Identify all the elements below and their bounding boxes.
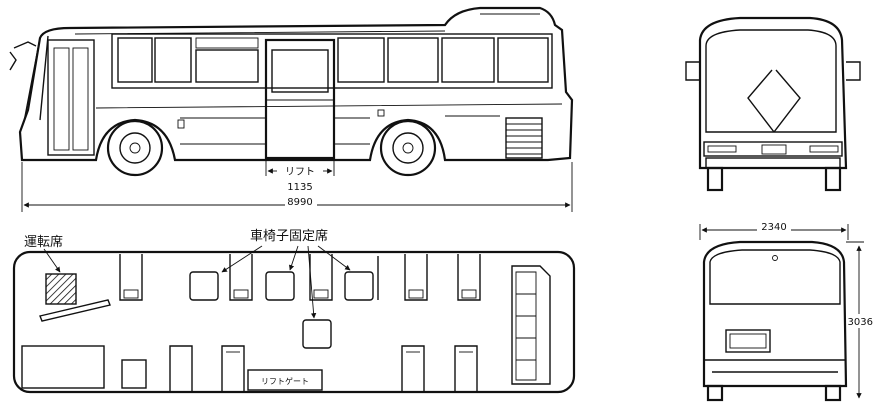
- seat-row-top: [119, 254, 481, 301]
- lift-gate-label: リフトゲート: [261, 376, 309, 386]
- rear-bench: [511, 265, 551, 385]
- rear-vent: [505, 117, 543, 159]
- lift-width-value: 1135: [287, 182, 312, 193]
- rear-wheel: [379, 119, 437, 177]
- driver-seat-label: 運転席: [24, 234, 63, 250]
- lift-label: リフト: [285, 167, 315, 178]
- overall-length-value: 8990: [287, 197, 312, 208]
- lift-dimension: リフト 1135: [265, 158, 335, 193]
- width-dimension: 2340: [699, 221, 849, 240]
- overall-width-value: 2340: [761, 222, 786, 233]
- side-view: [9, 6, 574, 177]
- plan-view: リフトゲート: [12, 250, 576, 394]
- length-dimension: 8990: [21, 162, 573, 212]
- overall-height-value: 3036: [848, 317, 873, 328]
- wheelchair-leaders: [221, 245, 351, 319]
- wheelchair-label: 車椅子固定席: [250, 228, 328, 244]
- rear-view: [702, 240, 848, 402]
- height-dimension: 3036: [846, 241, 873, 399]
- front-view: [685, 16, 861, 192]
- seat-row-bottom: [21, 345, 478, 392]
- front-wheel: [106, 119, 164, 177]
- wheelchair-spaces: [189, 271, 374, 349]
- driver-seat: [45, 273, 77, 305]
